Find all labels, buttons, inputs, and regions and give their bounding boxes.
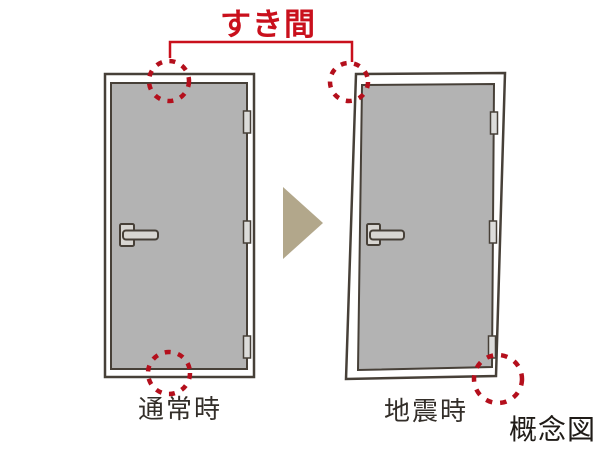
right-door-hinge-top [489, 111, 499, 135]
left-door-hinge-bottom [242, 335, 252, 359]
transition-arrow-icon [283, 187, 323, 259]
left-door-group [103, 72, 256, 379]
right-door-group [344, 71, 507, 381]
gap-bracket-line [168, 40, 354, 62]
gap-circle-right-bottom [471, 352, 525, 406]
left-door-hinge-top [242, 110, 252, 134]
right-door-panel [356, 82, 496, 372]
gap-circle-right-top [327, 60, 371, 104]
conceptual-diagram-note: 概念図 [508, 415, 596, 446]
right-door-handle-lever [369, 229, 405, 241]
right-door-caption: 地震時 [383, 396, 469, 426]
gap-circle-left-bottom [145, 349, 193, 397]
left-door-hinge-middle [242, 220, 252, 244]
right-door-hinge-middle [488, 220, 498, 244]
gap-circle-left-top [146, 58, 192, 104]
gap-annotation-label: すき間 [220, 7, 316, 42]
left-door-handle-lever [122, 229, 159, 241]
left-door-caption: 通常時 [137, 394, 223, 424]
